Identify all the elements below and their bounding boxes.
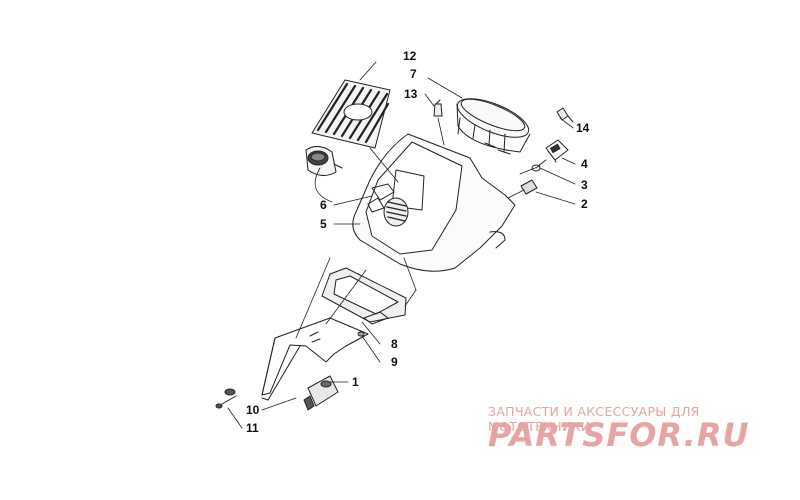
- callout-7: 7: [410, 67, 417, 81]
- callout-12: 12: [403, 49, 417, 63]
- leader-12b: [369, 147, 399, 183]
- leader-9: [361, 335, 381, 363]
- callout-5: 5: [320, 217, 327, 231]
- leader-6: [333, 195, 373, 206]
- leader-13: [424, 93, 435, 107]
- callout-9: 9: [391, 355, 398, 369]
- leader-11: [227, 407, 243, 429]
- switch-part-4: [545, 139, 569, 163]
- decal-part-12: [311, 79, 391, 149]
- leader-4: [561, 157, 576, 165]
- leader-3: [539, 167, 576, 185]
- callout-13: 13: [404, 87, 418, 101]
- callout-3: 3: [581, 178, 588, 192]
- grommet-part-9: [357, 331, 365, 337]
- leader-8: [361, 321, 381, 345]
- leader-10: [261, 397, 297, 411]
- bulb-part-14: [556, 107, 574, 123]
- callout-4: 4: [581, 157, 588, 171]
- screw-part-11: [215, 388, 237, 409]
- leader-6b: [314, 167, 333, 203]
- callout-6: 6: [320, 198, 327, 212]
- bulb-part-13: [433, 99, 443, 117]
- callout-14: 14: [576, 121, 590, 135]
- callout-10: 10: [246, 403, 260, 417]
- watermark-brand: PARTSFOR.RU: [488, 416, 750, 454]
- housing-part-5: [352, 133, 516, 272]
- watermark-subtitle: ЗАПЧАСТИ И АКСЕССУАРЫ ДЛЯ МОТОТЕХНИКИ: [488, 404, 700, 434]
- callout-11: 11: [246, 421, 259, 435]
- nut-part-2: [520, 179, 538, 195]
- leader-2: [535, 191, 576, 205]
- bezel-part-8: [321, 267, 407, 325]
- indicator-lamp-part-6: [305, 146, 343, 176]
- module-part-1: [303, 375, 339, 411]
- callout-2: 2: [581, 197, 588, 211]
- leader-12: [359, 61, 377, 81]
- callout-8: 8: [391, 337, 398, 351]
- gauge-part-7: [456, 98, 531, 155]
- callout-1: 1: [352, 375, 359, 389]
- leader-7: [427, 77, 463, 99]
- bracket-part-10: [261, 317, 369, 401]
- leader-14: [559, 117, 574, 129]
